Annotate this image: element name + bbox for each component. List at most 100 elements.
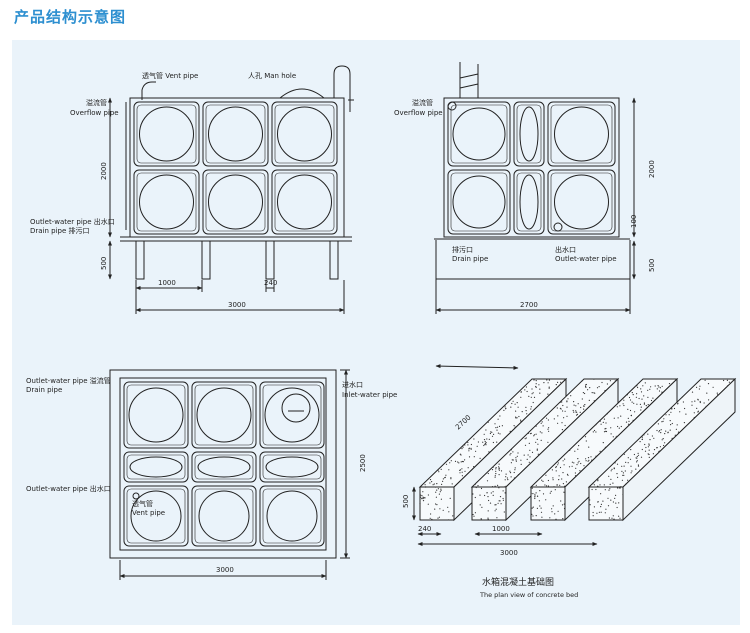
- concrete-speckle: [699, 401, 701, 404]
- concrete-speckle: [494, 510, 496, 512]
- concrete-speckle: [514, 403, 516, 405]
- concrete-speckle: [595, 431, 597, 433]
- concrete-speckle: [585, 385, 587, 388]
- concrete-speckle: [636, 457, 638, 459]
- tank-panel-inner: [136, 172, 197, 232]
- concrete-speckle: [422, 498, 424, 500]
- concrete-speckle: [555, 466, 557, 469]
- panel-bulge: [196, 387, 252, 443]
- concrete-speckle: [612, 440, 614, 442]
- concrete-speckle: [561, 478, 563, 480]
- concrete-speckle: [703, 402, 705, 404]
- concrete-speckle: [531, 513, 533, 515]
- concrete-speckle: [515, 416, 517, 418]
- concrete-speckle: [464, 444, 466, 446]
- panel-bulge: [264, 387, 320, 443]
- concrete-speckle: [602, 500, 604, 502]
- concrete-speckle: [440, 488, 442, 490]
- drawing-panel: 透气管 Vent pipe 人孔 Man hole 溢流管 Overflow p…: [12, 40, 740, 625]
- concrete-speckle: [559, 484, 561, 486]
- concrete-speckle: [660, 429, 662, 431]
- concrete-speckle: [623, 399, 625, 401]
- plan-dim-length: 3000: [216, 566, 234, 574]
- bed-dim-length: 3000: [500, 549, 518, 557]
- concrete-speckle: [477, 485, 479, 487]
- concrete-speckle: [448, 519, 450, 521]
- concrete-speckle: [671, 422, 673, 425]
- concrete-speckle: [527, 454, 529, 456]
- concrete-speckle: [460, 461, 462, 463]
- concrete-speckle: [535, 386, 537, 388]
- tank-panel: [259, 485, 325, 547]
- concrete-speckle: [548, 430, 550, 432]
- concrete-speckle: [547, 382, 549, 384]
- concrete-speckle: [482, 441, 484, 443]
- tank-panel-inner: [274, 104, 335, 164]
- concrete-speckle: [439, 508, 441, 510]
- concrete-speckle: [585, 460, 587, 462]
- concrete-speckle: [437, 469, 439, 471]
- side-overflow-cn: 溢流管: [412, 98, 433, 107]
- concrete-speckle: [557, 422, 559, 424]
- concrete-speckle: [580, 406, 582, 409]
- bed-caption-en: The plan view of concrete bed: [479, 591, 578, 599]
- concrete-speckle: [616, 506, 618, 509]
- concrete-speckle: [544, 484, 546, 486]
- concrete-speckle: [564, 424, 566, 427]
- panel-bulge: [554, 106, 609, 162]
- concrete-speckle: [509, 430, 511, 432]
- concrete-speckle: [505, 485, 507, 487]
- concrete-speckle: [658, 386, 660, 388]
- concrete-speckle: [517, 452, 519, 454]
- concrete-speckle: [624, 470, 626, 472]
- concrete-speckle: [567, 474, 569, 476]
- concrete-speckle: [505, 408, 507, 410]
- concrete-speckle: [487, 517, 489, 519]
- concrete-speckle: [533, 435, 535, 437]
- concrete-speckle: [562, 472, 564, 474]
- concrete-speckle: [661, 385, 663, 387]
- concrete-speckle: [435, 486, 437, 488]
- concrete-speckle: [540, 511, 543, 513]
- vent-pipe: [141, 81, 156, 100]
- panel-bulge: [452, 175, 506, 229]
- concrete-speckle: [520, 396, 522, 398]
- concrete-speckle: [462, 446, 464, 448]
- concrete-speckle: [530, 492, 532, 494]
- concrete-speckle: [498, 474, 500, 476]
- concrete-speckle: [658, 390, 661, 392]
- tank-panel: [133, 101, 200, 167]
- concrete-speckle: [585, 384, 587, 386]
- concrete-speckle: [726, 385, 729, 387]
- concrete-speckle: [607, 505, 610, 507]
- concrete-speckle: [474, 483, 476, 486]
- concrete-speckle: [483, 444, 485, 447]
- concrete-speckle: [499, 496, 502, 498]
- concrete-speckle: [591, 459, 593, 461]
- tank-panel-inner: [516, 104, 542, 164]
- concrete-speckle: [644, 450, 647, 452]
- concrete-speckle: [693, 416, 695, 419]
- concrete-speckle: [535, 433, 537, 435]
- front-overflow-cn: 溢流管: [86, 98, 107, 107]
- concrete-speckle: [589, 499, 591, 501]
- concrete-speckle: [581, 380, 583, 382]
- concrete-speckle: [481, 506, 483, 508]
- concrete-speckle: [524, 444, 527, 446]
- concrete-speckle: [520, 419, 522, 421]
- concrete-speckle: [593, 429, 596, 432]
- concrete-speckle: [432, 484, 434, 486]
- concrete-speckle: [480, 519, 482, 521]
- concrete-speckle: [650, 399, 653, 402]
- concrete-speckle: [587, 389, 589, 391]
- concrete-speckle: [609, 488, 611, 490]
- concrete-speckle: [699, 400, 701, 403]
- concrete-speckle: [648, 449, 650, 451]
- concrete-speckle: [429, 517, 431, 519]
- plan-inlet-en: Inlet-water pipe: [342, 391, 397, 399]
- concrete-speckle: [494, 504, 496, 506]
- concrete-speckle: [498, 469, 500, 471]
- concrete-speckle: [548, 427, 550, 429]
- side-labels: 溢流管 Overflow pipe 排污口 Drain pipe 出水口 Out…: [394, 98, 656, 309]
- concrete-speckle: [596, 387, 599, 389]
